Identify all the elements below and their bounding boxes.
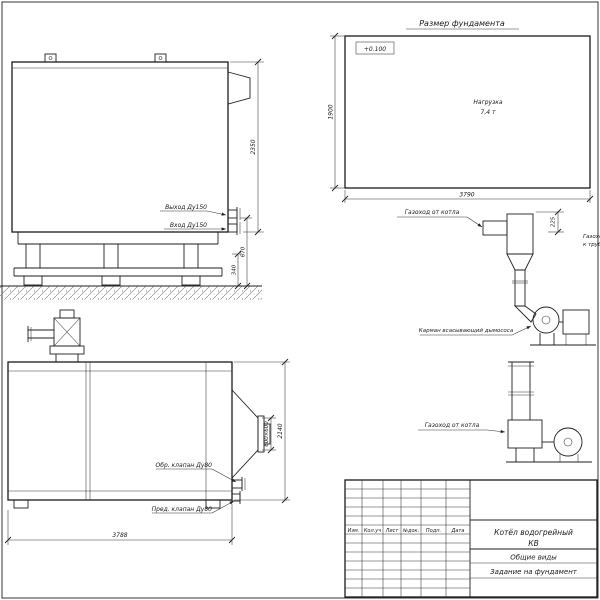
col-podp: Подп. [426, 528, 441, 534]
fan-motor [553, 427, 583, 457]
cyclone [506, 213, 534, 307]
return-valve-nozzle [231, 477, 246, 491]
dim-1900: 1900 [328, 104, 335, 119]
inlet-label: Вход Ду150 [170, 222, 207, 229]
flue-opening-dimension: 600×600 [262, 414, 276, 454]
offset-dimension: 225 [536, 208, 564, 236]
dim-600x600: 600×600 [264, 421, 270, 447]
foundation-title: Размер фундамента [419, 19, 505, 28]
from-boiler-label: Газоход от котла [405, 209, 460, 216]
foundation-width-dimension: 3790 [341, 190, 594, 203]
dim-3788: 3788 [112, 532, 127, 539]
flue-duct-side-view: Газоход от котла [397, 208, 600, 346]
to-stack-label-line2: к трубе [583, 242, 600, 248]
from-boiler-label: Газоход от котла [425, 422, 480, 429]
title-block-outline [344, 479, 598, 598]
flue-transition [231, 388, 271, 480]
inlet-callout: Вход Ду150 [164, 222, 226, 231]
from-boiler-callout: Газоход от котла [418, 422, 506, 434]
boiler-height-dimension: 2350 [230, 58, 264, 236]
lifting-lug [44, 53, 57, 63]
dim-670: 670 [241, 246, 247, 257]
outlet-height-dimension: 670 [240, 214, 252, 290]
skid-foot [205, 499, 221, 509]
plan-length-dimension: 3788 [4, 504, 236, 545]
fan-motor [562, 309, 590, 335]
safety-valve-label: Пред. клапан Ду80 [152, 506, 213, 513]
dim-2140: 2140 [277, 423, 284, 438]
smoke-exhauster-fan [513, 305, 596, 346]
boiler-plan-body [7, 361, 233, 501]
sheet-title-line1: Общие виды [510, 554, 557, 562]
suction-pocket-callout: Карман всасывающий дымососа [419, 325, 532, 336]
skid-foot [13, 499, 29, 509]
return-valve-callout: Обр. клапан Ду80 [156, 462, 237, 483]
foundation-outline [344, 35, 591, 189]
boiler-plan-view: 600×600 2140 3788 [4, 309, 290, 545]
fan-housing [506, 419, 592, 463]
foundation-plan: Размер фундамента +0.100 Нагрузка 7,4 т … [328, 19, 594, 203]
load-label-line1: Нагрузка [473, 99, 503, 106]
dim-3790: 3790 [459, 192, 474, 199]
boiler-body [11, 61, 229, 233]
safety-valve-callout: Пред. клапан Ду80 [152, 500, 235, 514]
outlet-nozzle [227, 207, 241, 221]
sheet-title-line2: Задание на фундамент [490, 568, 578, 576]
from-boiler-callout: Газоход от котла [397, 209, 483, 228]
col-ndok: №док. [402, 528, 419, 534]
to-stack-label-group: Газоход к трубе [583, 234, 600, 248]
outlet-callout: Выход Ду150 [160, 204, 227, 216]
flue-duct-front-view: Газоход от котла [418, 361, 592, 463]
outlet-label: Выход Ду150 [165, 204, 207, 211]
ground-hatch [0, 285, 262, 300]
product-name-line1: Котёл водогрейный [494, 528, 573, 537]
support-skid [13, 232, 223, 286]
valve-assembly [27, 309, 85, 362]
dim-225: 225 [551, 216, 557, 227]
elevation-mark: +0.100 [364, 46, 386, 53]
vertical-duct [508, 361, 534, 420]
lifting-lug [154, 53, 167, 63]
col-data: Дата [451, 528, 465, 534]
title-block: Изм. Кол.уч Лист №док. Подп. Дата Котёл … [344, 479, 598, 598]
product-name-line2: КВ [528, 539, 538, 548]
dim-340: 340 [232, 264, 238, 275]
safety-valve-nozzle [231, 491, 241, 504]
inlet-nozzle [227, 221, 241, 235]
return-valve-label: Обр. клапан Ду80 [156, 462, 213, 469]
col-list: Лист [385, 528, 400, 534]
dim-2350: 2350 [250, 139, 257, 154]
suction-pocket-label: Карман всасывающий дымососа [419, 328, 514, 334]
col-izm: Изм. [348, 528, 360, 534]
to-stack-label-line1: Газоход [583, 234, 600, 240]
inlet-height-dimension: 340 [232, 250, 242, 290]
flue-outlet-stub [227, 71, 251, 105]
col-koluch: Кол.уч [364, 528, 381, 534]
elevation-mark-box [355, 41, 395, 55]
load-label-line2: 7,4 т [481, 109, 496, 116]
inlet-duct [482, 220, 508, 236]
title-block-header-row: Изм. Кол.уч Лист №док. Подп. Дата [348, 528, 465, 534]
boiler-side-view: 2350 670 340 Выход Ду150 Вход Ду150 [0, 53, 264, 300]
foundation-height-dimension: 1900 [328, 32, 345, 192]
plan-width-dimension: 2140 [234, 358, 290, 504]
